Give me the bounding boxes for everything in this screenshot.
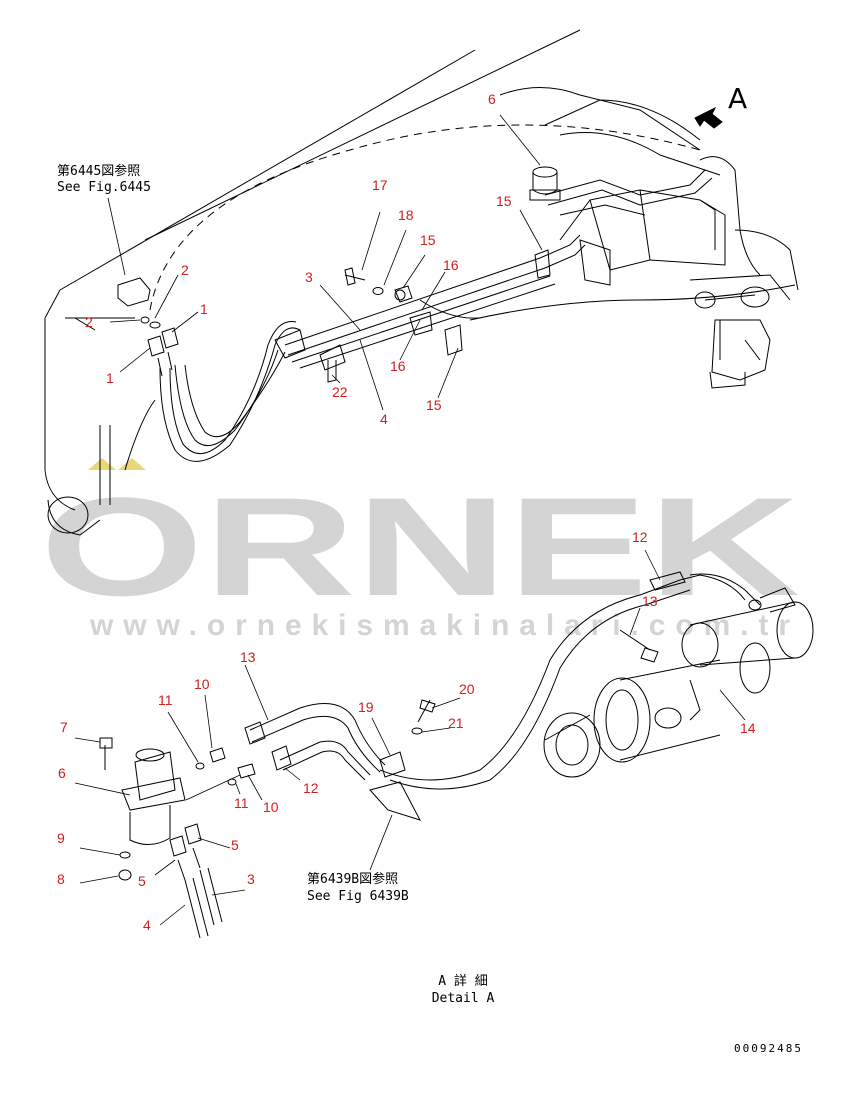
- callout-3-top: 3: [305, 269, 313, 285]
- ref-fig-6439b-en: See Fig 6439B: [307, 889, 409, 904]
- callout-3-bottom: 3: [247, 871, 255, 887]
- watermark-accent-right: [118, 458, 146, 470]
- callout-5-a: 5: [231, 837, 239, 853]
- callout-2-b: 2: [85, 314, 93, 330]
- callout-14: 14: [740, 720, 756, 736]
- machine-body: [44, 29, 799, 536]
- ref-fig-6445-jp: 第6445図参照: [57, 163, 140, 179]
- watermark-accent-left: [88, 458, 116, 470]
- callout-19: 19: [358, 699, 374, 715]
- callout-6-bottom: 6: [58, 765, 66, 781]
- watermark-brand: ORNEK: [40, 468, 800, 625]
- ref-fig-6439b-jp: 第6439B図参照: [307, 871, 398, 887]
- callout-17: 17: [372, 177, 388, 193]
- callout-13-b: 13: [240, 649, 256, 665]
- callout-10-b: 10: [263, 799, 279, 815]
- callout-13-a: 13: [642, 593, 658, 609]
- drawing-number: 00092485: [734, 1042, 803, 1055]
- callout-15-a: 15: [496, 193, 512, 209]
- callout-7: 7: [60, 719, 68, 735]
- callout-4-bottom: 4: [143, 917, 151, 933]
- callout-10-a: 10: [194, 676, 210, 692]
- watermark: ORNEK www.ornekismakinalari.com.tr: [40, 458, 800, 642]
- callout-4-top: 4: [380, 411, 388, 427]
- ref-fig-6445-en: See Fig.6445: [57, 180, 151, 195]
- callout-11-a: 11: [158, 692, 173, 708]
- callout-22: 22: [332, 384, 348, 400]
- callout-2-a: 2: [181, 262, 189, 278]
- callout-11-b: 11: [234, 795, 249, 811]
- callout-12-a: 12: [632, 529, 648, 545]
- callout-1-a: 1: [200, 301, 208, 317]
- leader-lines: [74, 114, 746, 926]
- callout-1-b: 1: [106, 370, 114, 386]
- callout-18: 18: [398, 207, 414, 223]
- bottom-assembly: [99, 571, 814, 939]
- callout-9: 9: [57, 830, 65, 846]
- callout-15-b: 15: [420, 232, 436, 248]
- callout-16-a: 16: [443, 257, 459, 273]
- callout-16-b: 16: [390, 358, 406, 374]
- callout-6-top: 6: [488, 91, 496, 107]
- reference-notes: 第6445図参照 See Fig.6445 第6439B図参照 See Fig …: [57, 82, 803, 1055]
- callout-5-b: 5: [138, 873, 146, 889]
- view-marker-a: A: [728, 82, 747, 115]
- detail-title-jp: A 詳 細: [438, 973, 487, 989]
- callout-21: 21: [448, 715, 464, 731]
- callout-15-c: 15: [426, 397, 442, 413]
- callout-numbers: 6 17 18 15 15 16 3 2 1 2 1 22 16 4 15 12…: [57, 91, 756, 933]
- callout-12-b: 12: [303, 780, 319, 796]
- detail-title-en: Detail A: [432, 991, 495, 1006]
- callout-20: 20: [459, 681, 475, 697]
- top-piping: [74, 166, 713, 462]
- callout-8: 8: [57, 871, 65, 887]
